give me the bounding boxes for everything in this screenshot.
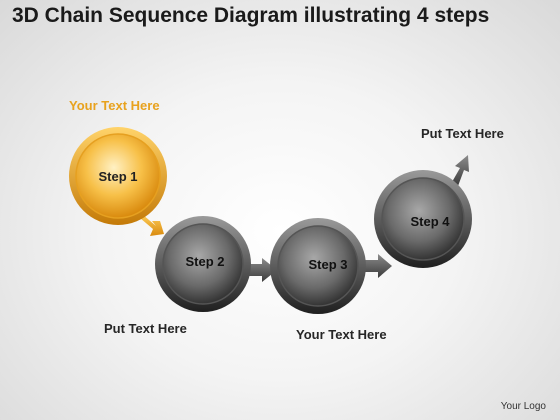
step-1-label: Step 1 [98, 169, 137, 184]
label-bottom-left: Put Text Here [104, 321, 187, 336]
step-3-label: Step 3 [308, 257, 347, 272]
step-4-label: Step 4 [410, 214, 450, 229]
label-top-left: Your Text Here [69, 98, 160, 113]
step-2-label: Step 2 [185, 254, 224, 269]
step-3-circle [270, 218, 366, 314]
logo-text: Your Logo [500, 401, 546, 412]
label-top-right: Put Text Here [421, 126, 504, 141]
arrow-step4-out [452, 155, 469, 186]
step-1-circle [69, 127, 167, 225]
step-4-circle [374, 170, 472, 268]
arrow-step3-to-step4 [362, 254, 392, 278]
step-2-circle [155, 216, 251, 312]
arrow-step1-to-step2 [140, 214, 164, 236]
page-title: 3D Chain Sequence Diagram illustrating 4… [12, 4, 490, 27]
label-bottom-mid: Your Text Here [296, 327, 387, 342]
